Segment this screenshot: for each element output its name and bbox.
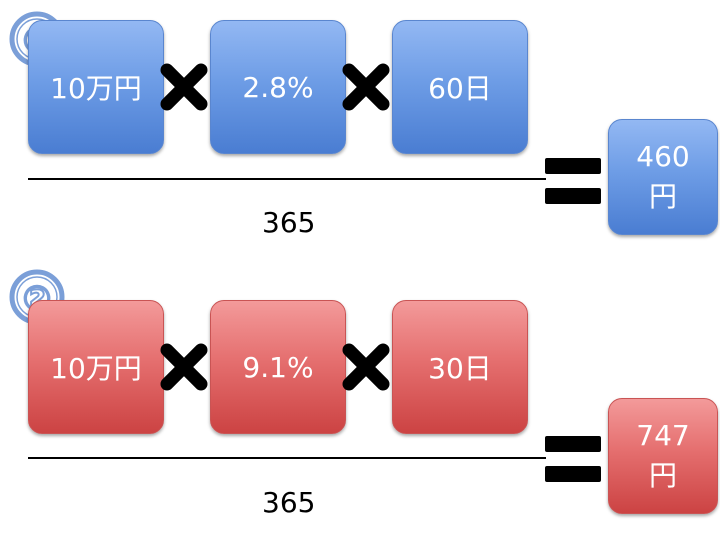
row1-days-box: 60日 bbox=[392, 20, 528, 154]
row2-result-box: 747 円 bbox=[608, 398, 718, 514]
equals-icon bbox=[545, 436, 601, 482]
row2-days-box: 30日 bbox=[392, 300, 528, 434]
row1-rate-label: 2.8% bbox=[242, 70, 314, 104]
row1-result-box: 460 円 bbox=[608, 119, 718, 235]
multiply-icon bbox=[341, 342, 391, 392]
row2-rate-label: 9.1% bbox=[242, 350, 314, 384]
row1-principal-box: 10万円 bbox=[28, 20, 164, 154]
row2-principal-label: 10万円 bbox=[50, 352, 142, 385]
multiply-icon bbox=[159, 62, 209, 112]
row2-fraction-line bbox=[28, 457, 546, 459]
row1-fraction-line bbox=[28, 178, 546, 180]
row2-result-value: 747 bbox=[636, 419, 690, 452]
multiply-icon bbox=[341, 62, 391, 112]
row1-rate-box: 2.8% bbox=[210, 20, 346, 154]
row1-days-label: 60日 bbox=[428, 72, 492, 105]
row1-result-value: 460 bbox=[636, 140, 690, 173]
row2-denominator: 365 bbox=[262, 486, 316, 519]
row2-days-label: 30日 bbox=[428, 352, 492, 385]
row1-result-unit: 円 bbox=[648, 180, 677, 213]
multiply-icon bbox=[159, 342, 209, 392]
row2-principal-box: 10万円 bbox=[28, 300, 164, 434]
row2-result-unit: 円 bbox=[648, 459, 677, 492]
equals-icon bbox=[545, 158, 601, 204]
row2-rate-box: 9.1% bbox=[210, 300, 346, 434]
row1-denominator: 365 bbox=[262, 206, 316, 239]
row1-principal-label: 10万円 bbox=[50, 72, 142, 105]
